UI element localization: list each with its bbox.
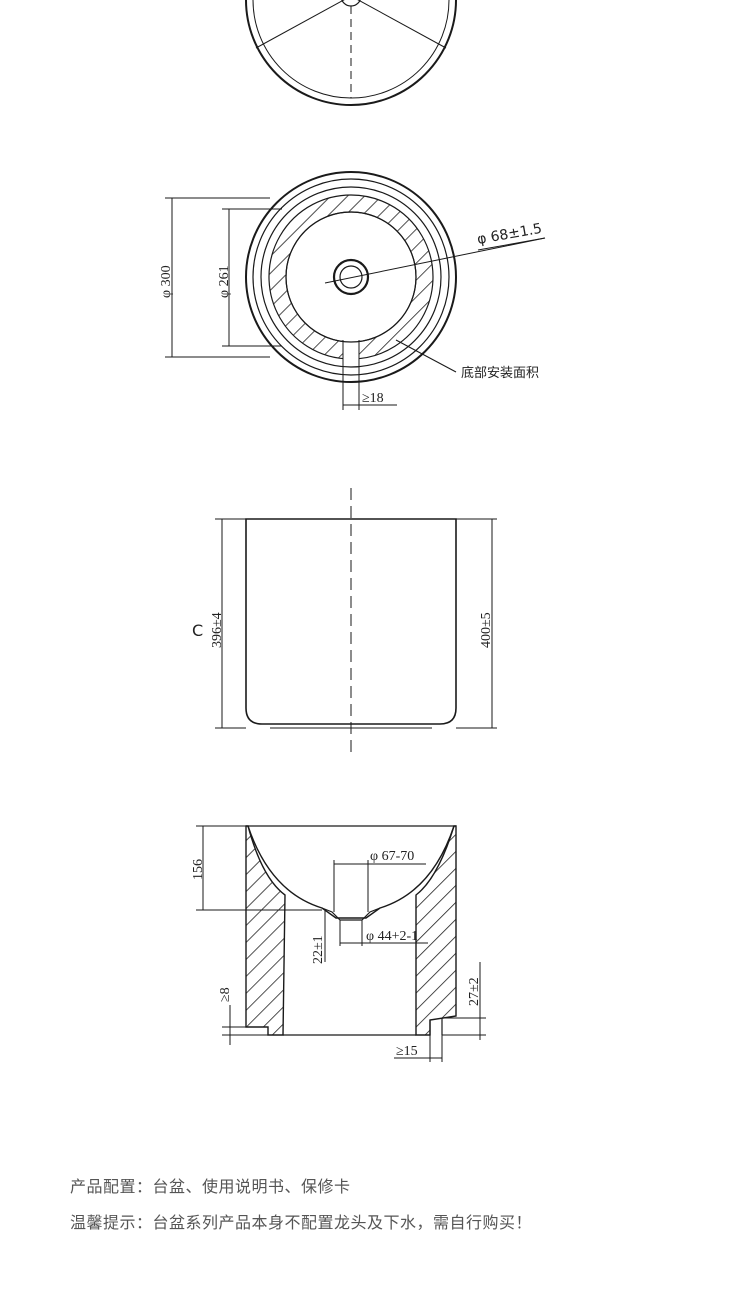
drain-height-label: 22±1 <box>311 935 326 964</box>
base-mounting-ring <box>268 194 434 410</box>
drain-top-diameter-label: φ 67-70 <box>370 849 414 864</box>
left-wall-section <box>245 825 286 1036</box>
edge-min-label: ≥8 <box>218 987 233 1002</box>
plan-view: φ 68±1.5 φ 300 φ 261 底部安装面积 ≥18 <box>159 171 546 410</box>
total-height-label: 400±5 <box>479 612 494 648</box>
right-wall-section <box>415 825 457 1036</box>
warm-tip-note: 温馨提示：台盆系列产品本身不配置龙头及下水，需自行购买！ <box>70 1213 533 1232</box>
drain-bottom-diameter-label: φ 44+2-1 <box>366 929 418 944</box>
elevation-view: 396±4 C 400±5 <box>192 488 497 752</box>
gap-min-label: ≥18 <box>362 391 384 406</box>
inner-height-label: 396±4 <box>210 612 225 648</box>
foot-width-label: ≥15 <box>396 1044 418 1059</box>
foot-height-label: 27±2 <box>467 977 482 1006</box>
top-view <box>245 0 457 106</box>
base-area-label: 底部安装面积 <box>461 365 539 381</box>
outer-diameter-label: φ 300 <box>159 265 174 298</box>
letter-c: C <box>192 621 203 640</box>
section-view: 156 φ 67-70 φ 44+2-1 22±1 ≥8 27±2 ≥15 <box>191 825 486 1062</box>
depth-label: 156 <box>191 859 206 880</box>
drain-hole <box>332 258 370 296</box>
inner-diameter-label: φ 261 <box>217 265 232 298</box>
product-config-note: 产品配置：台盆、使用说明书、保修卡 <box>70 1177 351 1196</box>
